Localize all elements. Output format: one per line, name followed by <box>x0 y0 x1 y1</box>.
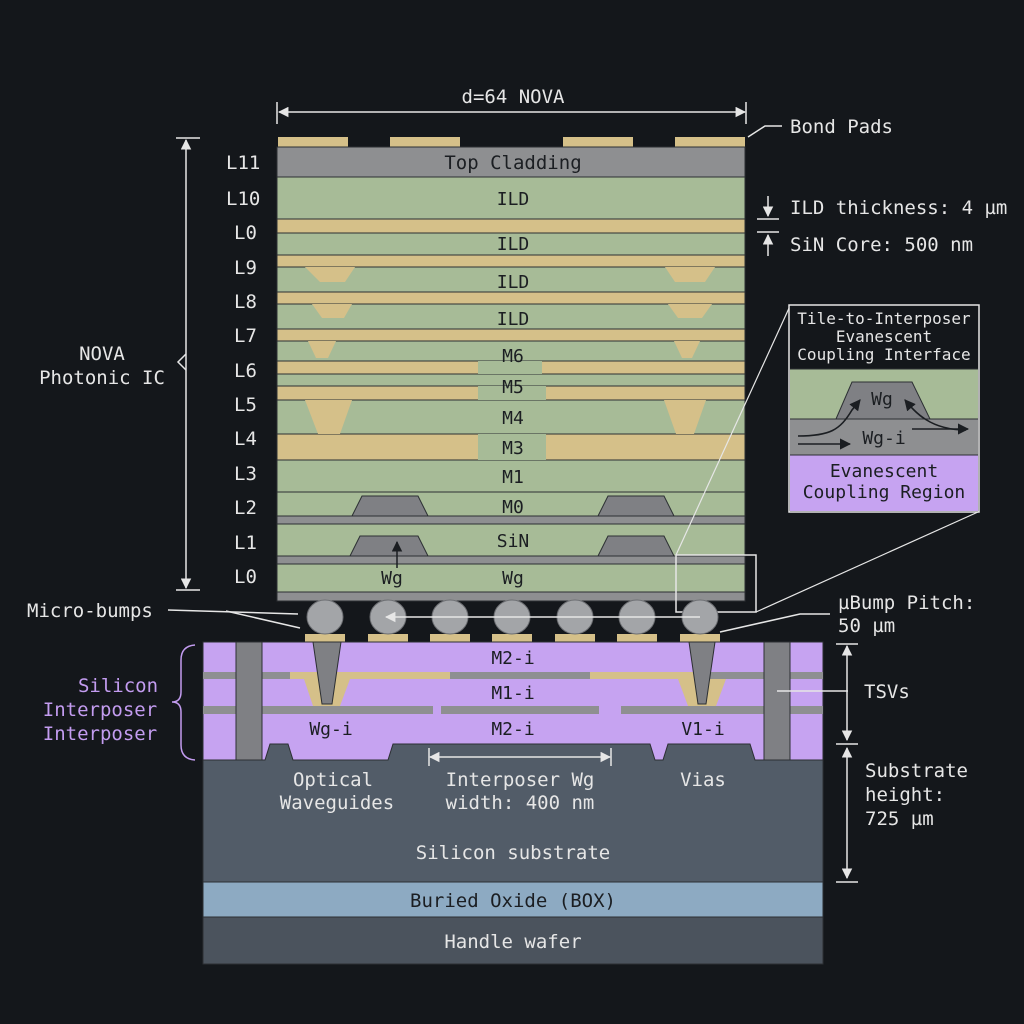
m4-label: M4 <box>502 408 524 429</box>
inset-title-line1: Tile-to-Interposer <box>797 309 971 328</box>
bump-pitch-label-line1: µBump Pitch: <box>838 592 975 614</box>
bump-pad <box>680 634 720 642</box>
bump-pad <box>368 634 408 642</box>
inset-wgi-label: Wg-i <box>862 428 905 449</box>
m1-layer <box>276 459 746 493</box>
m1-label: M1 <box>502 467 524 488</box>
m1i-label: M1-i <box>491 683 534 704</box>
wg-width-label-line2: width: 400 nm <box>446 792 595 814</box>
layer-label: L3 <box>234 463 257 485</box>
interposer-side-label-line3: Interposer <box>43 723 157 745</box>
layer-label: L8 <box>234 291 257 313</box>
inset-region-label-line1: Evanescent <box>830 461 938 482</box>
chip-waveguides <box>349 495 675 557</box>
sin-label: SiN <box>497 531 530 552</box>
box-label: Buried Oxide (BOX) <box>410 890 616 912</box>
ild-label-2: ILD <box>497 234 530 255</box>
micro-bump <box>306 599 344 635</box>
wg-left-label: Wg <box>381 568 403 589</box>
tsv <box>235 641 263 761</box>
metal-layer-l0-top <box>276 218 746 234</box>
metal-layer-l9 <box>276 254 746 268</box>
layer-index-labels: L11 L10 L0 L9 L8 L7 L6 L5 L4 L3 L2 L1 L0 <box>226 152 260 588</box>
substrate-height-label-line2: height: <box>865 784 945 806</box>
layer-label: L0 <box>234 566 257 588</box>
optical-waveguides-label-line1: Optical <box>293 769 373 791</box>
v1i-label: V1-i <box>681 719 724 740</box>
interposer-side-label-line1: Silicon <box>78 675 158 697</box>
bump-pad <box>555 634 595 642</box>
ild-layer-l10 <box>276 176 746 220</box>
layer-label: L6 <box>234 360 257 382</box>
photonic-ic-label-line2: Photonic IC <box>39 367 165 389</box>
coupling-inset: Tile-to-Interposer Evanescent Coupling I… <box>675 304 980 613</box>
layer-label: L0 <box>234 222 257 244</box>
silicon-interposer: M2-i M1-i Wg-i M2-i V1-i TSVs Silicon In… <box>43 641 910 761</box>
chip-vias <box>305 267 715 434</box>
optical-waveguides-label-line2: Waveguides <box>280 792 394 814</box>
ild-label-1: ILD <box>497 189 530 210</box>
layer-label: L7 <box>234 325 257 347</box>
photonic-ic-stack: Top Cladding ILD ILD ILD ILD M6 M5 M4 M3… <box>39 86 1007 613</box>
wg-label: Wg <box>502 568 524 589</box>
layer-label: L1 <box>234 532 257 554</box>
photonic-ic-label: NOVA <box>79 343 125 365</box>
m3-label: M3 <box>502 438 524 459</box>
wg-layer <box>276 563 746 593</box>
m5-label: M5 <box>502 377 524 398</box>
m2i-bottom-label: M2-i <box>491 719 534 740</box>
tsv <box>763 641 791 761</box>
box-layer <box>202 881 824 918</box>
inset-title-line2: Evanescent <box>836 327 932 346</box>
layer-label: L4 <box>234 428 257 450</box>
interposer-side-label-line2: Interposer <box>43 699 157 721</box>
layer-label: L2 <box>234 497 257 519</box>
substrate-stack: Optical Waveguides Interposer Wg width: … <box>202 643 968 965</box>
handle-wafer-layer <box>202 916 824 965</box>
layer-label: L10 <box>226 188 260 210</box>
bump-pad <box>305 634 345 642</box>
chip-width-label: d=64 NOVA <box>462 86 566 108</box>
layer-label: L9 <box>234 257 257 279</box>
substrate-height-label-line3: 725 µm <box>865 808 934 830</box>
bond-pads <box>278 137 745 147</box>
m0-label: M0 <box>502 497 524 518</box>
sin-core-label: SiN Core: 500 nm <box>790 234 973 256</box>
inset-title-line3: Coupling Interface <box>797 345 970 364</box>
m2i-top-label: M2-i <box>491 648 534 669</box>
wgi-label: Wg-i <box>309 719 352 740</box>
ild-label-4: ILD <box>497 309 530 330</box>
wg-width-label-line1: Interposer Wg <box>446 769 595 791</box>
gray-thin-layer-2 <box>276 555 746 565</box>
layer-label: L5 <box>234 394 257 416</box>
m6-label: M6 <box>502 346 524 367</box>
silicon-substrate-label: Silicon substrate <box>416 842 610 864</box>
layer-label: L11 <box>226 152 260 174</box>
metal-layer-l7 <box>276 328 746 342</box>
metal-layer-l8 <box>276 291 746 305</box>
vias-label: Vias <box>680 769 726 791</box>
substrate-height-label-line1: Substrate <box>865 760 968 782</box>
ild-label-3: ILD <box>497 272 530 293</box>
bond-pads-label: Bond Pads <box>790 116 893 138</box>
bump-pitch-label-line2: 50 µm <box>838 615 895 637</box>
inset-wg-label: Wg <box>871 389 893 410</box>
ild-layer-3 <box>276 266 746 293</box>
inset-region-label-line2: Coupling Region <box>803 482 966 503</box>
micro-bumps-label: Micro-bumps <box>27 600 153 622</box>
top-cladding-label: Top Cladding <box>444 152 581 174</box>
micro-bumps: Micro-bumps µBump Pitch: 50 µm <box>27 592 975 642</box>
tsvs-label: TSVs <box>864 681 910 703</box>
handle-wafer-label: Handle wafer <box>444 931 581 953</box>
bump-pad <box>492 634 532 642</box>
ild-thickness-label: ILD thickness: 4 µm <box>790 197 1007 219</box>
bump-pad <box>430 634 470 642</box>
bump-pad <box>617 634 657 642</box>
